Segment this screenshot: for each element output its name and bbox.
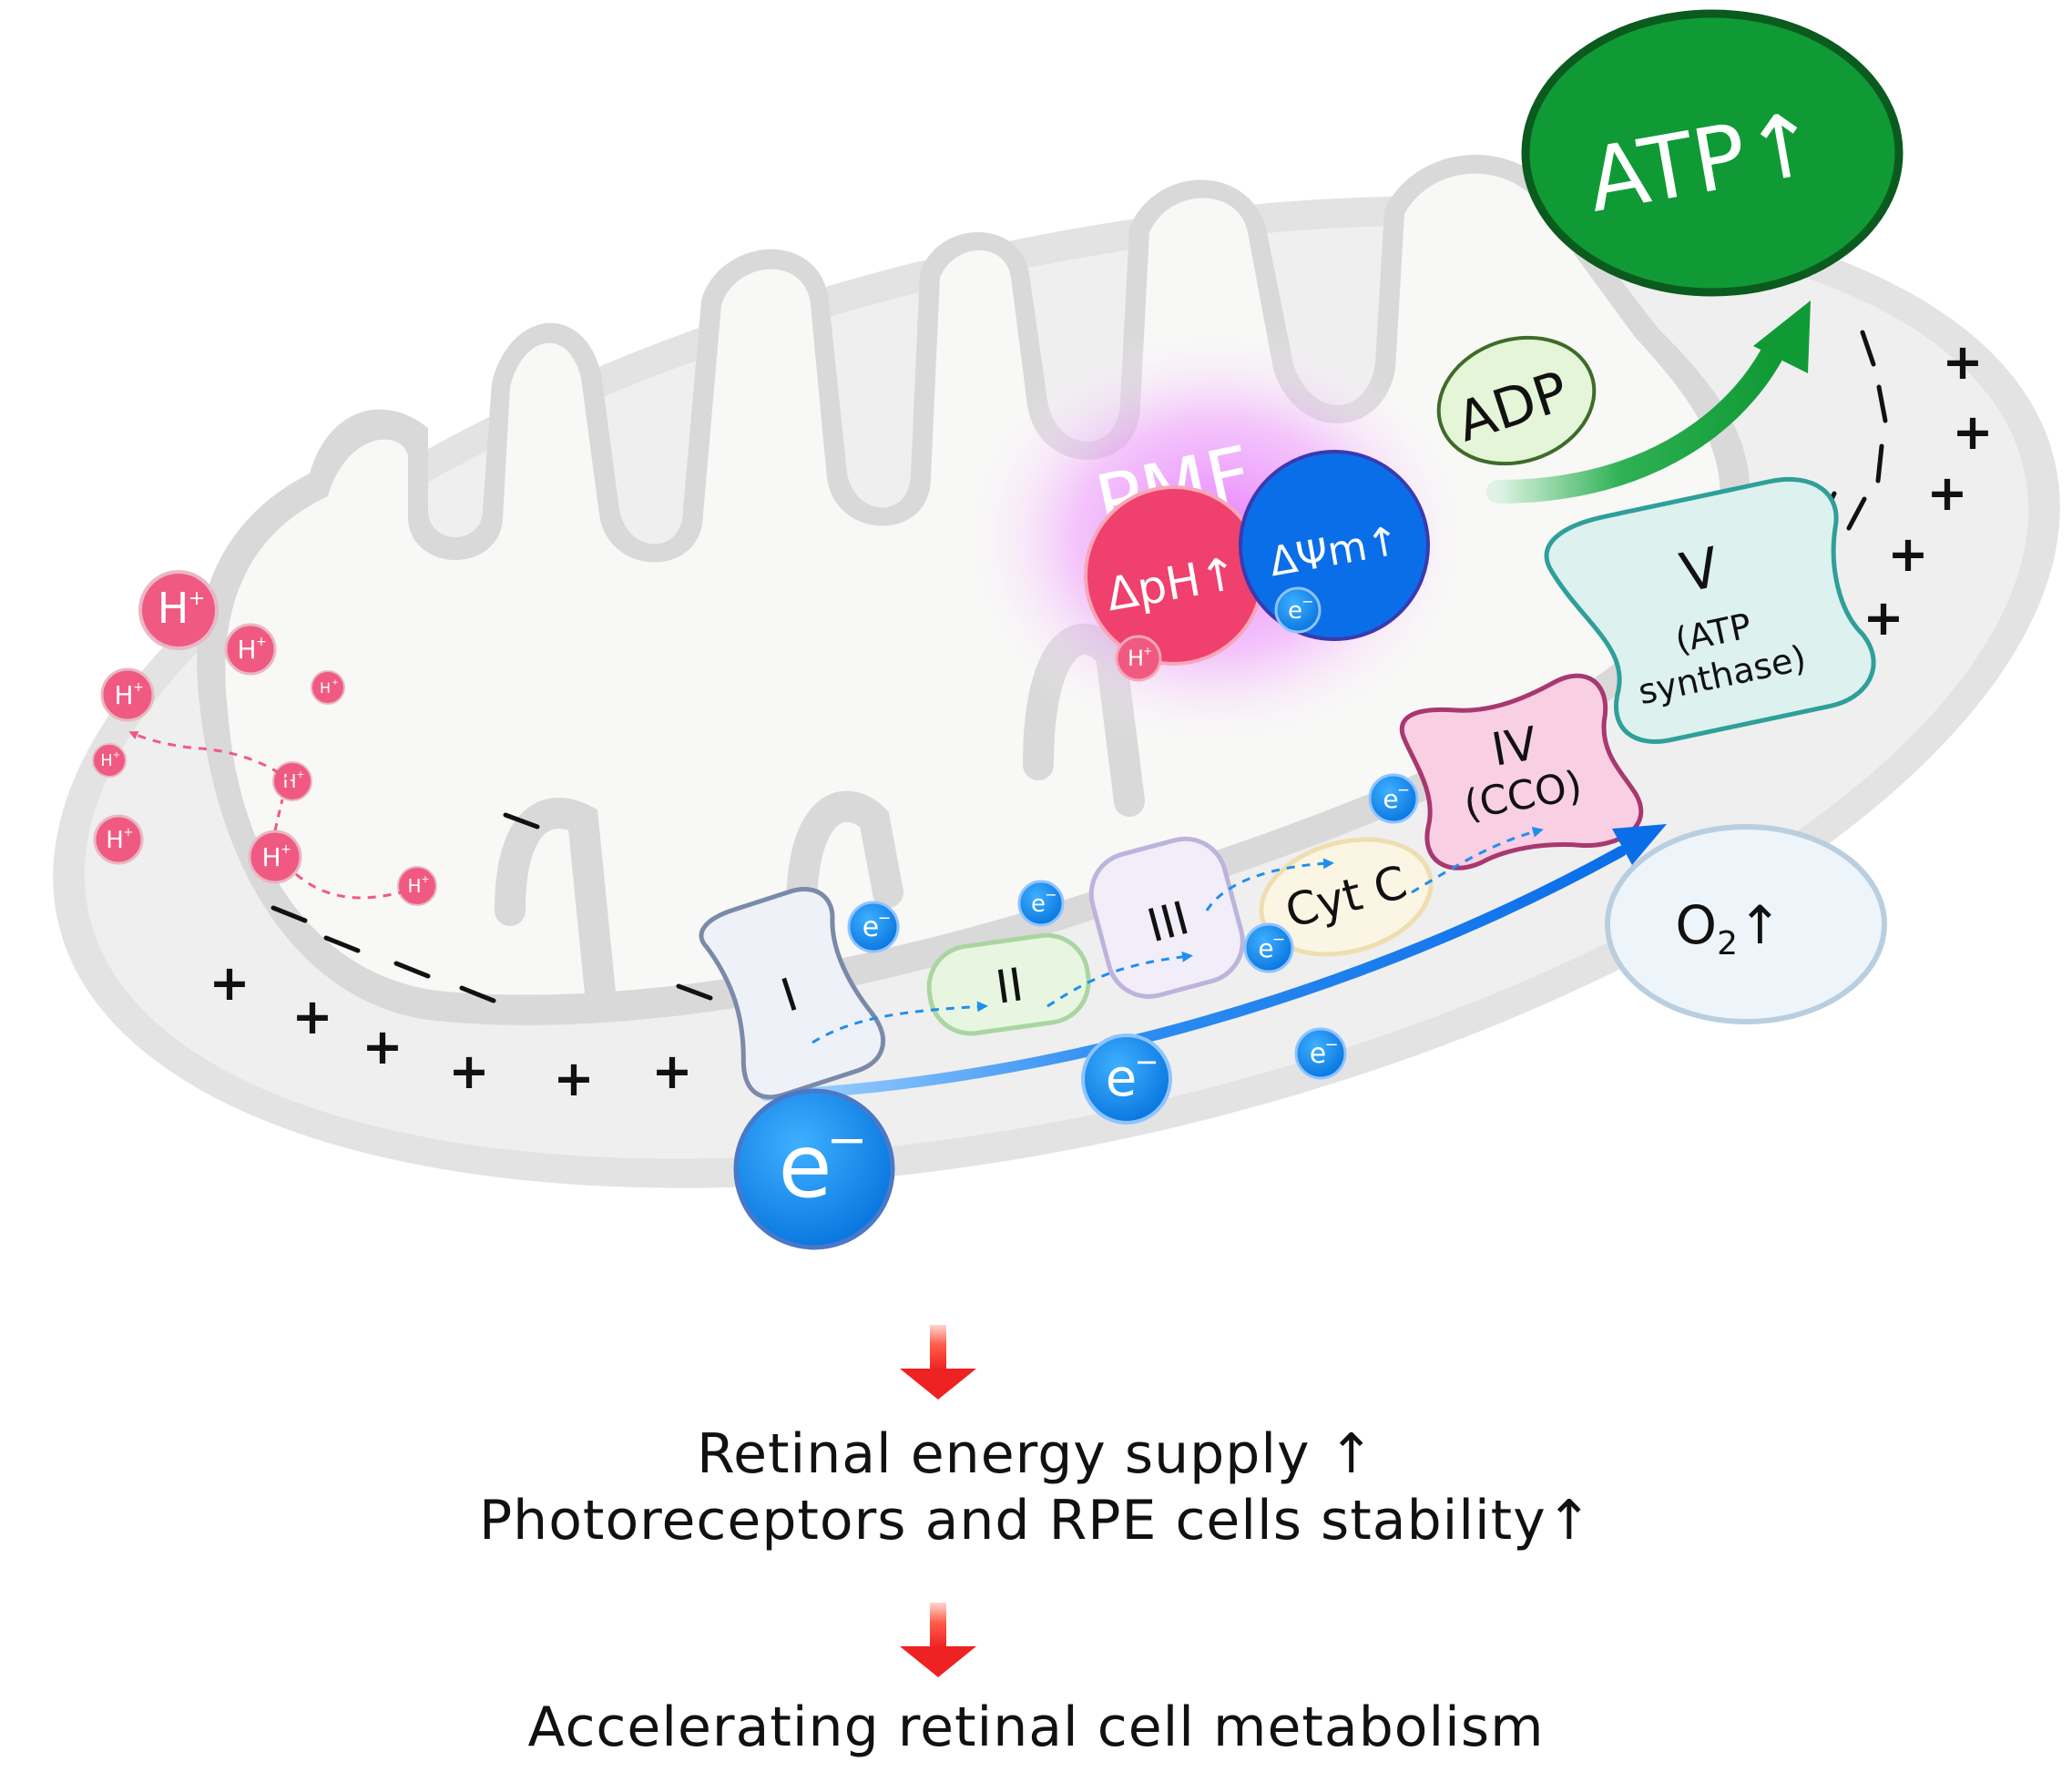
proton-flow-arrow (295, 872, 402, 900)
svg-text:+: + (1143, 645, 1152, 657)
proton-icon: H + (100, 667, 155, 722)
caption-metabolism: Accelerating retinal cell metabolism (527, 1695, 1545, 1759)
svg-text:e: e (1310, 1038, 1326, 1070)
proton-icon: H + (224, 623, 277, 676)
svg-text:+: + (133, 680, 144, 695)
proton-flow-arrow (128, 731, 293, 785)
cyt-c: Cyt C (1259, 837, 1434, 957)
svg-text:e: e (1288, 597, 1302, 625)
caption-cell-stability: Photoreceptors and RPE cells stability↑ (479, 1489, 1593, 1553)
svg-text:−: − (1301, 593, 1313, 610)
svg-text:e: e (862, 911, 879, 943)
svg-text:+: + (256, 635, 267, 649)
flow-arrow-icon (1612, 824, 1667, 865)
svg-text:+: + (113, 750, 120, 760)
caption-energy-supply: Retinal energy supply ↑ (697, 1422, 1375, 1486)
plus-sign: + (553, 1050, 594, 1107)
crista-lower-1 (495, 798, 617, 1017)
electron-transport-arrow (760, 824, 1667, 1101)
svg-text:−: − (1324, 1035, 1338, 1054)
complex-ii: II (926, 932, 1091, 1036)
red-down-arrow-icon (900, 1603, 976, 1677)
proton-icon: H + (397, 866, 437, 906)
proton-icon: H + (248, 830, 302, 884)
svg-text:H: H (100, 751, 113, 770)
adp-to-atp-arrow (1486, 300, 1811, 504)
proton-flow-arrow (273, 799, 284, 831)
electron-icon: e − (733, 1088, 895, 1250)
electron-icon: e − (1243, 922, 1294, 973)
svg-text:−: − (1272, 931, 1285, 949)
svg-text:−: − (1045, 886, 1056, 903)
plus-sign: + (1942, 333, 1983, 391)
svg-text:H: H (237, 635, 256, 665)
complex-iii: III (1088, 836, 1245, 999)
plus-sign: + (1952, 403, 1993, 461)
plus-sign: + (209, 954, 250, 1012)
electron-icon: e − (1368, 773, 1419, 824)
svg-text:−: − (826, 1111, 867, 1168)
svg-text:e: e (1258, 933, 1273, 963)
complex-i: I (699, 887, 886, 1100)
svg-text:H: H (106, 827, 124, 854)
electron-icon: e − (1294, 1027, 1347, 1080)
svg-text:+: + (421, 873, 429, 885)
plus-sign: + (291, 988, 332, 1045)
proton-icon: H + (311, 670, 345, 705)
o2-label: O2↑ (1675, 894, 1781, 962)
svg-text:e: e (1106, 1049, 1137, 1108)
svg-text:H: H (407, 875, 421, 897)
plus-sign: + (1926, 464, 1967, 522)
plus-signs: + + + + + + + + + + + (209, 333, 1993, 1107)
plus-sign: + (448, 1043, 489, 1100)
membrane-dashes-left (270, 812, 713, 1003)
proton-icon: H + (138, 570, 219, 650)
svg-text:H: H (261, 842, 281, 872)
flow-arrow-icon (1753, 300, 1811, 373)
svg-text:e: e (1031, 891, 1046, 918)
electron-icon: e − (1017, 880, 1065, 927)
electron-icon: e − (1081, 1033, 1172, 1125)
plus-sign: + (651, 1043, 692, 1100)
proton-icon: H + (92, 743, 127, 778)
complex-v: V (ATP synthase) (1544, 476, 1876, 744)
svg-text:+: + (281, 842, 291, 857)
svg-text:−: − (1397, 781, 1410, 799)
pmf-cluster: PMF ΔpH↑ H + ΔΨm↑ e − (956, 323, 1475, 751)
proton-cluster: H + H + H + H + H + H + H (92, 570, 437, 906)
electron-icon: e − (847, 901, 900, 953)
svg-text:H: H (158, 584, 189, 633)
svg-text:e: e (1383, 784, 1398, 814)
svg-text:e: e (778, 1115, 832, 1217)
o2-node: O2↑ (1605, 824, 1887, 1024)
svg-text:+: + (296, 769, 304, 780)
atp-node: ATP↑ (1521, 9, 1904, 297)
plus-sign: + (362, 1018, 403, 1075)
electrons: e − e − e − e − e − e − e (733, 773, 1419, 1250)
svg-text:H: H (320, 679, 331, 697)
electron-path (811, 826, 1544, 1044)
plus-sign: + (1863, 589, 1904, 647)
complex-iv-label: IV (1488, 717, 1541, 777)
svg-text:−: − (877, 909, 891, 928)
proton-icon: H + (93, 814, 144, 865)
proton-icon: H + (1115, 635, 1162, 682)
adp-node: ADP (1436, 335, 1597, 466)
svg-text:−: − (1135, 1044, 1159, 1079)
electron-icon: e − (1274, 586, 1322, 634)
complex-iv: IV (CCO) (1399, 673, 1644, 871)
plus-sign: + (1887, 525, 1928, 583)
svg-text:+: + (124, 826, 134, 840)
crista-lower-2 (786, 790, 903, 926)
svg-text:+: + (189, 587, 205, 610)
svg-text:H: H (1128, 646, 1144, 671)
proton-icon: H + (272, 761, 312, 801)
svg-text:+: + (332, 678, 339, 687)
red-down-arrow-icon (900, 1325, 976, 1400)
svg-text:H: H (114, 680, 133, 710)
